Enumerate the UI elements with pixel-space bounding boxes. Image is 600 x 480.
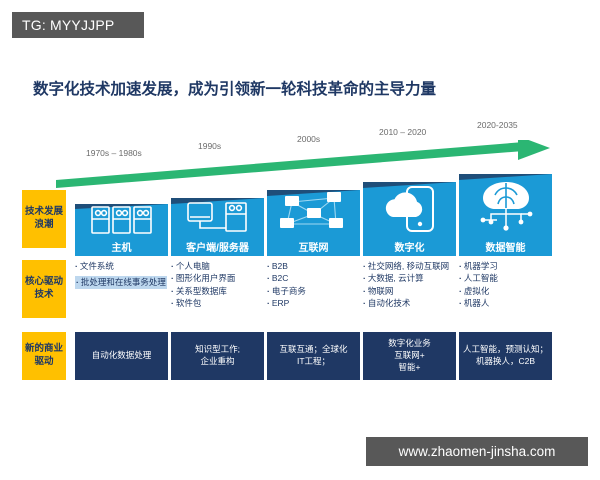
core-tech-item: 社交网络, 移动互联网 [363,260,463,272]
wave-name-digitalization: 数字化 [394,243,425,254]
client-server-icon [171,198,264,236]
core-tech-list-client-server: 个人电脑 图形化用户界面 关系型数据库 软件包 [171,260,266,322]
core-tech-item: ERP [267,297,362,309]
core-tech-item: B2B [267,260,362,272]
core-tech-list-digitalization: 社交网络, 移动互联网 大数据, 云计算 物联网 自动化技术 [363,260,463,322]
site-watermark-text: www.zhaomen-jinsha.com [398,444,556,459]
core-tech-item: 电子商务 [267,285,362,297]
network-icon [267,190,360,236]
core-tech-item-highlighted: 批处理和在线事务处理 [75,276,167,289]
wave-column-digitalization[interactable]: 数字化 [363,182,456,256]
timeline-label-1970s-1980s: 1970s – 1980s [86,148,142,158]
wave-column-mainframe[interactable]: 主机 [75,204,168,256]
technology-waves-board: 技术发展浪潮 核心驱动技术 新的商业驱动 [22,160,578,385]
wave-name-mainframe: 主机 [111,243,132,254]
timeline-label-2010-2020: 2010 – 2020 [379,127,427,137]
core-tech-item: 自动化技术 [363,297,463,309]
wave-column-client-server[interactable]: 客户端/服务器 [171,198,264,256]
business-driver-digitalization[interactable]: 数字化业务互联网+智能+ [363,332,456,380]
mainframe-icon [75,204,168,236]
core-tech-list-mainframe: 文件系统 批处理和在线事务处理 [75,260,170,322]
business-driver-data-intelligence[interactable]: 人工智能，预测认知；机器换人，C2B [459,332,552,380]
category-chip-core-technologies: 核心驱动技术 [22,260,66,318]
brain-circuit-icon [459,174,552,236]
core-tech-item: B2C [267,272,362,284]
core-tech-item: 文件系统 [75,260,170,272]
wave-name-client-server: 客户端/服务器 [186,243,249,254]
wave-column-internet[interactable]: 互联网 [267,190,360,256]
timeline-label-2020-2035: 2020-2035 [477,120,518,130]
wave-column-data-intelligence[interactable]: 数据智能 [459,174,552,256]
wave-name-data-intelligence: 数据智能 [485,243,526,254]
core-tech-list-internet: B2B B2C 电子商务 ERP [267,260,362,322]
core-tech-item: 人工智能 [459,272,554,284]
business-driver-client-server[interactable]: 知识型工作;企业重构 [171,332,264,380]
core-tech-item: 图形化用户界面 [171,272,266,284]
business-driver-mainframe[interactable]: 自动化数据处理 [75,332,168,380]
core-tech-item: 虚拟化 [459,285,554,297]
core-tech-item: 关系型数据库 [171,285,266,297]
category-chip-business-drivers: 新的商业驱动 [22,332,66,380]
core-tech-item: 大数据, 云计算 [363,272,463,284]
tg-watermark-tag: TG: MYYJJPP [12,12,144,38]
cloud-mobile-icon [363,182,456,236]
timeline-label-2000s: 2000s [297,134,321,144]
core-tech-item: 软件包 [171,297,266,309]
wave-name-internet: 互联网 [298,243,329,254]
core-tech-item: 物联网 [363,285,463,297]
core-tech-list-data-intelligence: 机器学习 人工智能 虚拟化 机器人 [459,260,554,322]
core-tech-item: 个人电脑 [171,260,266,272]
core-tech-item: 机器人 [459,297,554,309]
site-watermark: www.zhaomen-jinsha.com [366,437,588,466]
core-tech-item: 机器学习 [459,260,554,272]
category-chip-technology-waves: 技术发展浪潮 [22,190,66,248]
page-title: 数字化技术加速发展，成为引领新一轮科技革命的主导力量 [33,79,437,98]
timeline-label-1990s: 1990s [198,141,222,151]
tg-watermark-text: TG: MYYJJPP [22,17,115,33]
